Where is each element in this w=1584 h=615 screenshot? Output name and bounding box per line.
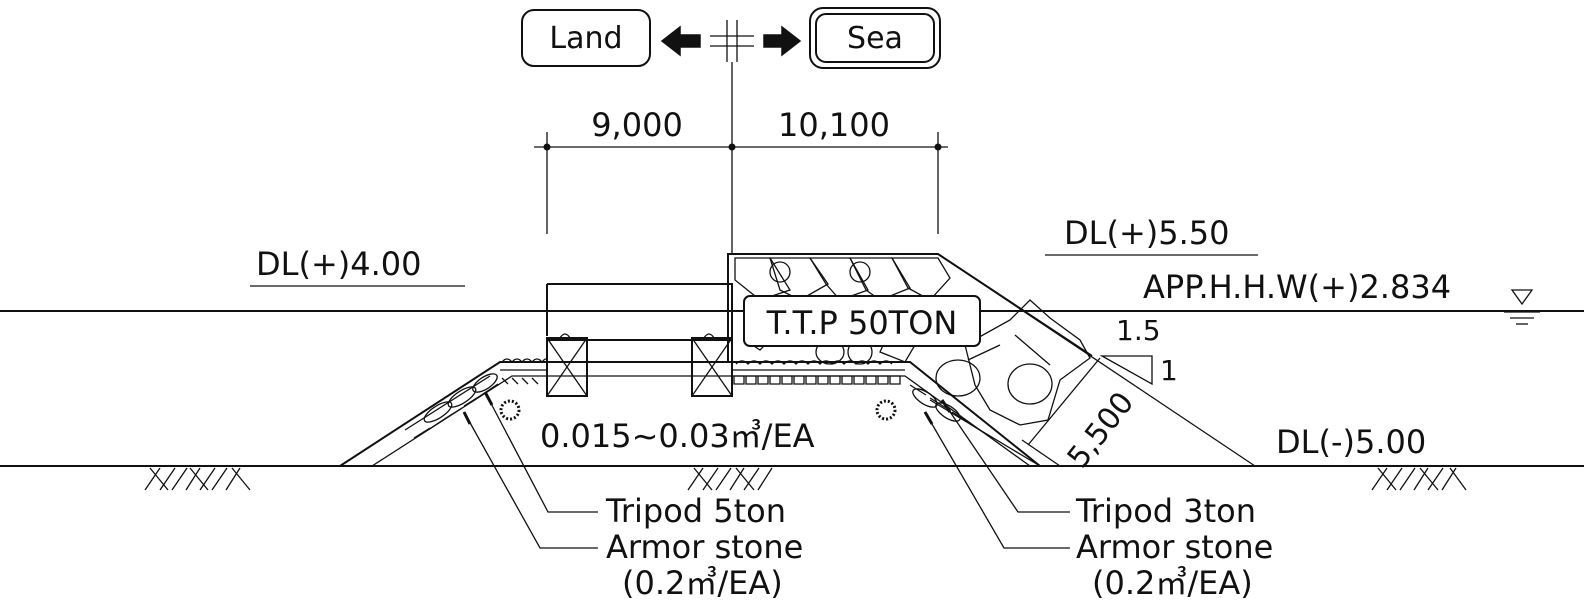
left-armor-layer — [404, 373, 499, 439]
svg-text:1: 1 — [1160, 354, 1178, 387]
svg-text:1.5: 1.5 — [1116, 314, 1161, 347]
level-crown-land: DL(+)4.00 — [250, 245, 465, 287]
land-box — [521, 9, 651, 67]
left-width-label: 9,000 — [591, 106, 683, 144]
slope-ratio: 1.5 1 — [1099, 314, 1178, 387]
sea-box-outer — [809, 7, 941, 69]
svg-text:T.T.P 50TON: T.T.P 50TON — [766, 304, 958, 342]
right-armor-size-label: (0.2㎥/EA) — [1092, 564, 1253, 602]
width-dimension: 9,000 10,100 — [534, 106, 948, 234]
rubble-mound-outline — [339, 361, 1041, 467]
svg-text:DL(+)5.50: DL(+)5.50 — [1064, 214, 1230, 252]
crown-stones-left — [500, 358, 548, 385]
foot-block-right — [691, 333, 733, 397]
direction-indicator: Land Sea — [521, 7, 941, 69]
crown-stones-right — [732, 360, 905, 385]
centerline-mark — [710, 20, 754, 62]
level-crown-sea: DL(+)5.50 — [1045, 214, 1258, 256]
core-stone-symbol-right — [875, 399, 897, 421]
right-armor-label: Armor stone — [1076, 528, 1273, 566]
level-high-water: APP.H.H.W(+)2.834 — [1143, 268, 1451, 306]
seabed-hatch — [144, 467, 1467, 491]
right-armor-layer — [909, 384, 987, 435]
right-arrow-icon — [763, 25, 802, 57]
right-leader-lines — [923, 399, 1070, 549]
level-seabed: DL(-)5.00 — [1276, 423, 1426, 461]
right-width-label: 10,100 — [778, 106, 890, 144]
right-tripod-label: Tripod 3ton — [1075, 492, 1256, 530]
core-stone-symbol-left — [499, 399, 521, 421]
core-stone-label: 0.015~0.03㎥/EA — [540, 417, 815, 455]
left-armor-size-label: (0.2㎥/EA) — [622, 564, 783, 602]
ttp-armor-block — [727, 253, 1256, 467]
foot-block-left — [546, 333, 588, 397]
land-label: Land — [549, 21, 622, 56]
left-arrow-icon — [660, 25, 701, 57]
svg-text:5,500: 5,500 — [1061, 386, 1141, 475]
sea-label: Sea — [847, 21, 903, 56]
sea-box-inner — [815, 13, 935, 63]
crown-beam — [546, 283, 733, 341]
left-armor-label: Armor stone — [606, 528, 803, 566]
left-tripod-label: Tripod 5ton — [605, 492, 786, 530]
ttp-callout: T.T.P 50TON — [743, 295, 981, 347]
water-level-symbol — [1504, 289, 1540, 325]
slope-length-dimension: 5,500 — [1021, 357, 1141, 475]
svg-text:DL(+)4.00: DL(+)4.00 — [256, 245, 422, 283]
left-leader-lines — [462, 391, 598, 549]
